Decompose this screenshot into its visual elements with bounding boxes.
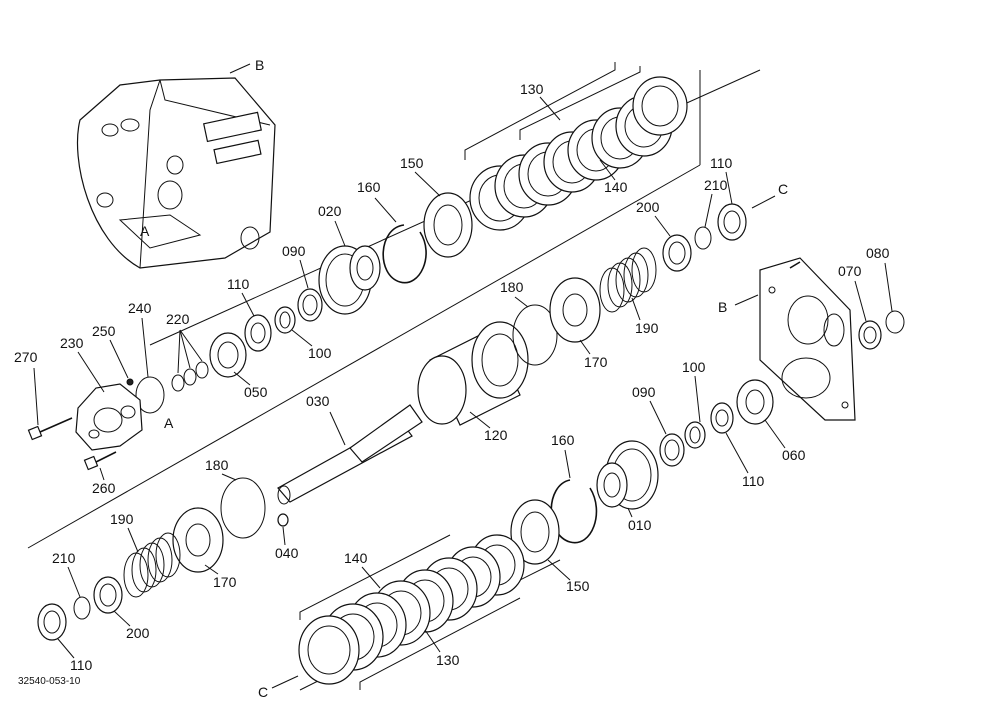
part-label-040: 040 <box>275 545 299 561</box>
part-250-pin <box>126 378 134 386</box>
part-label-100-lower: 100 <box>682 359 706 375</box>
part-110-right <box>710 402 734 434</box>
section-marker-b-right: B <box>718 299 727 315</box>
part-150-top <box>423 192 473 258</box>
clutch-pack-upper <box>464 62 688 231</box>
part-050-bearing <box>209 332 247 378</box>
section-marker-b-top: B <box>255 57 264 73</box>
part-label-070: 070 <box>838 263 862 279</box>
part-090-upper <box>297 288 323 322</box>
part-170-lower <box>172 507 224 573</box>
section-marker-c-right: C <box>778 181 788 197</box>
part-180-lower <box>220 477 266 539</box>
part-label-120: 120 <box>484 427 508 443</box>
part-label-200-upper: 200 <box>636 199 660 215</box>
part-label-260: 260 <box>92 480 116 496</box>
part-label-160-top: 160 <box>357 179 381 195</box>
drawing-code: 32540-053-10 <box>18 676 81 687</box>
part-190-lower-spring <box>123 532 181 598</box>
part-label-200-lower: 200 <box>126 625 150 641</box>
part-label-250: 250 <box>92 323 116 339</box>
part-label-210-lower: 210 <box>52 550 76 566</box>
part-190-upper-spring <box>599 247 657 313</box>
part-030-shaft <box>277 404 423 505</box>
part-230-cover <box>75 383 143 451</box>
part-label-100-upper: 100 <box>308 345 332 361</box>
part-label-090-lower: 090 <box>632 384 656 400</box>
part-label-110-top: 110 <box>710 155 733 171</box>
section-marker-a-left: A <box>164 415 174 431</box>
part-200-lower <box>93 576 123 614</box>
part-label-160-bottom: 160 <box>551 432 575 448</box>
part-110-bottom <box>37 603 67 641</box>
part-label-080: 080 <box>866 245 890 261</box>
part-060-bearing <box>736 379 774 425</box>
part-110-left <box>244 314 272 352</box>
part-label-180-lower: 180 <box>205 457 229 473</box>
part-260-bolt <box>83 451 117 471</box>
part-110-top <box>717 203 747 241</box>
section-marker-a-housing: A <box>140 223 150 239</box>
part-label-030: 030 <box>306 393 330 409</box>
part-label-150-top: 150 <box>400 155 424 171</box>
part-label-130-top: 130 <box>520 81 544 97</box>
part-100-upper <box>274 306 296 334</box>
transmission-housing <box>76 63 276 269</box>
part-label-270: 270 <box>14 349 38 365</box>
part-label-090-upper: 090 <box>282 243 306 259</box>
part-label-140-top: 140 <box>604 179 628 195</box>
part-160-bottom <box>550 479 598 544</box>
part-220-seal-rings <box>171 361 209 392</box>
part-080 <box>885 310 905 334</box>
part-170-upper <box>549 277 601 343</box>
part-label-180-upper: 180 <box>500 279 524 295</box>
part-070 <box>858 320 882 350</box>
part-120-clutch-drum <box>417 321 529 426</box>
part-label-230: 230 <box>60 335 84 351</box>
part-label-240: 240 <box>128 300 152 316</box>
part-label-110-right: 110 <box>742 473 765 489</box>
part-150-bottom <box>510 499 560 565</box>
part-label-010: 010 <box>628 517 652 533</box>
part-label-060: 060 <box>782 447 806 463</box>
part-label-190-lower: 190 <box>110 511 134 527</box>
part-200-upper <box>662 234 692 272</box>
part-label-210-upper: 210 <box>704 177 728 193</box>
part-label-190-upper: 190 <box>635 320 659 336</box>
part-label-140-bottom: 140 <box>344 550 368 566</box>
part-210-lower <box>73 596 91 620</box>
part-210-upper <box>694 226 712 250</box>
part-100-lower <box>684 421 706 449</box>
part-label-050: 050 <box>244 384 268 400</box>
part-label-130-bottom: 130 <box>436 652 460 668</box>
part-020-gear <box>318 245 381 315</box>
part-040-plug <box>277 513 289 527</box>
part-label-150-bottom: 150 <box>566 578 590 594</box>
part-label-110-left: 110 <box>227 276 250 292</box>
part-240-o-ring <box>135 376 165 414</box>
part-label-020: 020 <box>318 203 342 219</box>
part-270-bolt <box>27 417 73 441</box>
part-180-upper <box>512 304 558 366</box>
part-010-gear <box>596 440 659 510</box>
part-label-220: 220 <box>166 311 190 327</box>
part-090-lower <box>659 433 685 467</box>
part-label-110-bottom: 110 <box>70 657 93 673</box>
section-marker-c-bottom: C <box>258 684 268 700</box>
part-label-170-upper: 170 <box>584 354 608 370</box>
right-cover-plate <box>759 257 856 421</box>
part-160-top <box>382 224 427 284</box>
part-label-170-lower: 170 <box>213 574 237 590</box>
clutch-pack-lower <box>298 534 525 690</box>
